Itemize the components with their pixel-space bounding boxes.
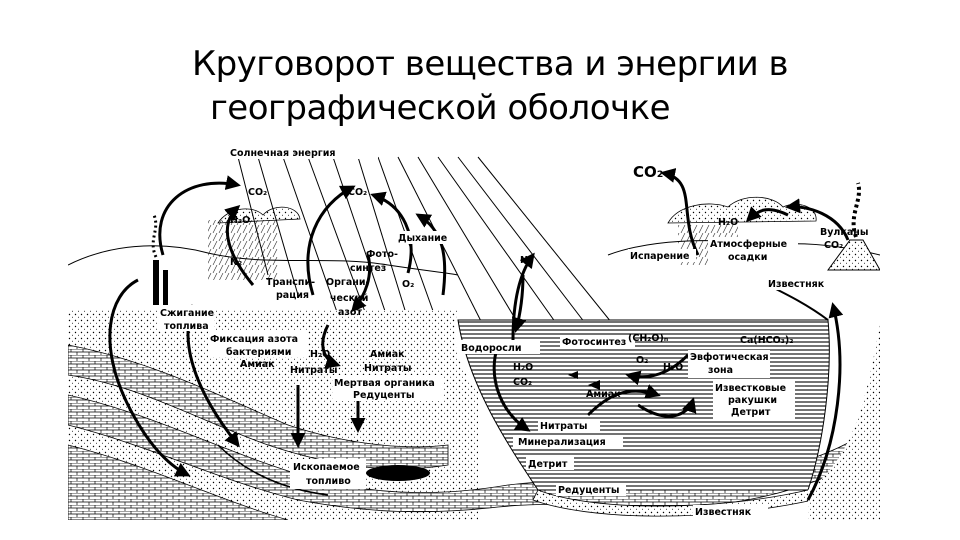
- label-fossil-2: топливо: [306, 476, 351, 487]
- label-h2o-mid: H₂O: [310, 349, 330, 360]
- label-volcanoes: Вулканы: [820, 227, 868, 238]
- label-o2: O₂: [402, 279, 414, 290]
- label-photo-2: синтез: [350, 263, 386, 274]
- label-photosynthesis-sea: Фотосинтез: [562, 337, 626, 348]
- cycle-arrows: [108, 168, 850, 501]
- label-precipitation-2: осадки: [728, 252, 767, 263]
- label-ammonia-mid: Амиак: [370, 349, 405, 360]
- label-transpiration-1: Транспи-: [266, 277, 315, 288]
- label-h2o-water: H₂O: [513, 362, 533, 373]
- label-shells-2: ракушки: [728, 395, 777, 406]
- label-precipitation-1: Атмосферные: [710, 239, 787, 250]
- label-fixation-1: Фиксация азота: [210, 334, 298, 345]
- label-organic-3: азот: [338, 307, 362, 318]
- label-photo-1: Фото-: [366, 249, 398, 260]
- label-detritus-sea: Детрит: [528, 459, 568, 470]
- label-algae: Водоросли: [461, 343, 522, 354]
- label-fossil-1: Ископаемое: [293, 462, 360, 473]
- label-limestone-bottom: Известняк: [695, 507, 752, 518]
- label-combustion-2: топлива: [164, 321, 209, 332]
- label-combustion-1: Сжигание: [160, 308, 214, 319]
- label-nitrates-left: Нитраты: [290, 365, 337, 376]
- label-organic-2: ческий: [330, 293, 368, 304]
- label-h2o-left: H₂O: [230, 215, 250, 226]
- label-reducers-land: Редуценты: [353, 390, 414, 401]
- label-reducers-sea: Редуценты: [558, 485, 619, 496]
- page-title-line-2: географической оболочке: [209, 88, 671, 128]
- label-ammonia-water: Амиак: [586, 389, 621, 400]
- label-co2-top: CO₂: [633, 163, 663, 181]
- label-nitrates-mid: Нитраты: [364, 363, 411, 374]
- label-n2-left: N₂: [230, 257, 242, 268]
- label-solar-energy: Солнечная энергия: [230, 148, 336, 159]
- label-shells-1: Известковые: [715, 383, 786, 394]
- label-detritus-right: Детрит: [731, 407, 771, 418]
- label-o2-water: O₂: [636, 355, 648, 366]
- label-mineralization: Минерализация: [518, 437, 606, 448]
- diagram-labels: Солнечная энергия CO₂ CO₂ CO₂ H₂O N₂ Дых…: [158, 145, 868, 518]
- label-ch2o: (CH₂O)ₙ: [628, 333, 668, 344]
- label-nitrates-water: Нитраты: [540, 421, 587, 432]
- label-evaporation: Испарение: [630, 251, 689, 262]
- label-dead-organic: Мертвая органика: [334, 378, 435, 389]
- label-h2o-water-2: H₂O: [663, 362, 683, 373]
- label-co2-2: CO₂: [348, 187, 367, 198]
- label-co2-1: CO₂: [248, 187, 267, 198]
- label-euphotic-1: Эвфотическая: [690, 352, 769, 363]
- label-transpiration-2: рация: [276, 290, 309, 301]
- label-ammonia-left: Амиак: [240, 359, 275, 370]
- label-co2-right: CO₂: [824, 240, 843, 251]
- label-n2-mid: N₂: [520, 255, 532, 266]
- label-h2o-right: H₂O: [718, 217, 738, 228]
- label-co2-water: CO₂: [513, 377, 532, 388]
- label-respiration: Дыхание: [398, 233, 447, 244]
- page-title-line-1: Круговорот вещества и энергии в: [191, 44, 789, 84]
- label-fixation-2: бактериями: [226, 347, 291, 358]
- label-organic-1: Органи-: [326, 277, 369, 288]
- sun-rays: [237, 156, 629, 344]
- label-limestone-top: Известняк: [768, 279, 825, 290]
- biogeochemical-cycle-diagram: Солнечная энергия CO₂ CO₂ CO₂ H₂O N₂ Дых…: [68, 145, 880, 520]
- label-euphotic-2: зона: [708, 365, 733, 376]
- label-calcium-bicarbonate: Ca(HCO₃)₂: [740, 335, 793, 346]
